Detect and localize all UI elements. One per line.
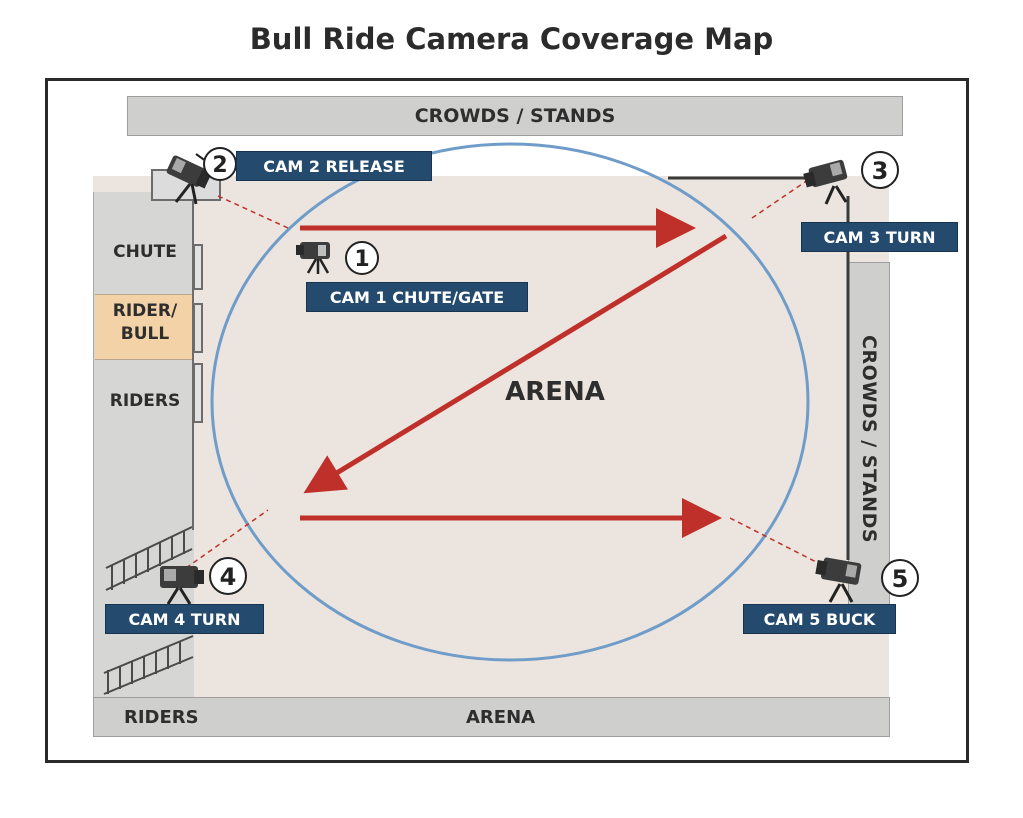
sight-lines (185, 179, 823, 569)
path-arrow-turn (303, 233, 728, 494)
bottom-riders-label: RIDERS (124, 706, 199, 728)
ride-path (300, 208, 728, 538)
video-camera-icon (296, 242, 330, 274)
bottom-arena-label: ARENA (466, 706, 536, 728)
video-camera-icon (160, 566, 204, 605)
camera-2[interactable]: 2 (166, 147, 237, 205)
camera-4[interactable]: 4 (160, 557, 247, 605)
top-stands-label: CROWDS / STANDS (414, 105, 616, 127)
video-camera-icon (815, 557, 862, 603)
camera-2-label: CAM 2 RELEASE (236, 151, 432, 181)
rider-bull-zone (95, 294, 193, 360)
rider-bull-label: RIDER/ BULL (112, 301, 178, 344)
arena-label: ARENA (505, 377, 605, 407)
arena-circle (210, 142, 810, 662)
camera-1-number: 1 (354, 247, 369, 272)
camera-3-number: 3 (872, 157, 889, 185)
chute-gates (151, 169, 221, 530)
video-camera-icon (166, 155, 212, 205)
riders-pen-label: RIDERS (109, 391, 181, 411)
chute-label: CHUTE (113, 242, 177, 262)
camera-2-number: 2 (212, 153, 227, 178)
page-title: Bull Ride Camera Coverage Map (249, 22, 774, 56)
camera-5-label: CAM 5 BUCK (743, 604, 896, 634)
top-stands-zone: CROWDS / STANDS (127, 96, 903, 136)
camera-3-label: CAM 3 TURN (801, 222, 958, 252)
fence-lower (103, 635, 194, 695)
camera-3[interactable]: 3 (802, 151, 899, 205)
arena-wall-right (668, 176, 850, 560)
video-camera-icon (803, 159, 848, 205)
camera-5[interactable]: 5 (815, 556, 919, 603)
camera-4-label: CAM 4 TURN (105, 604, 264, 634)
camera-4-number: 4 (220, 563, 237, 591)
camera-1-label: CAM 1 CHUTE/GATE (306, 282, 528, 312)
bottom-zone: RIDERS ARENA (93, 697, 890, 737)
right-stands-zone: CROWDS / STANDS (848, 262, 890, 616)
camera-1[interactable]: 1 (296, 241, 379, 275)
fence-upper (105, 526, 193, 591)
camera-5-number: 5 (892, 565, 909, 593)
right-stands-label: CROWDS / STANDS (858, 334, 880, 544)
